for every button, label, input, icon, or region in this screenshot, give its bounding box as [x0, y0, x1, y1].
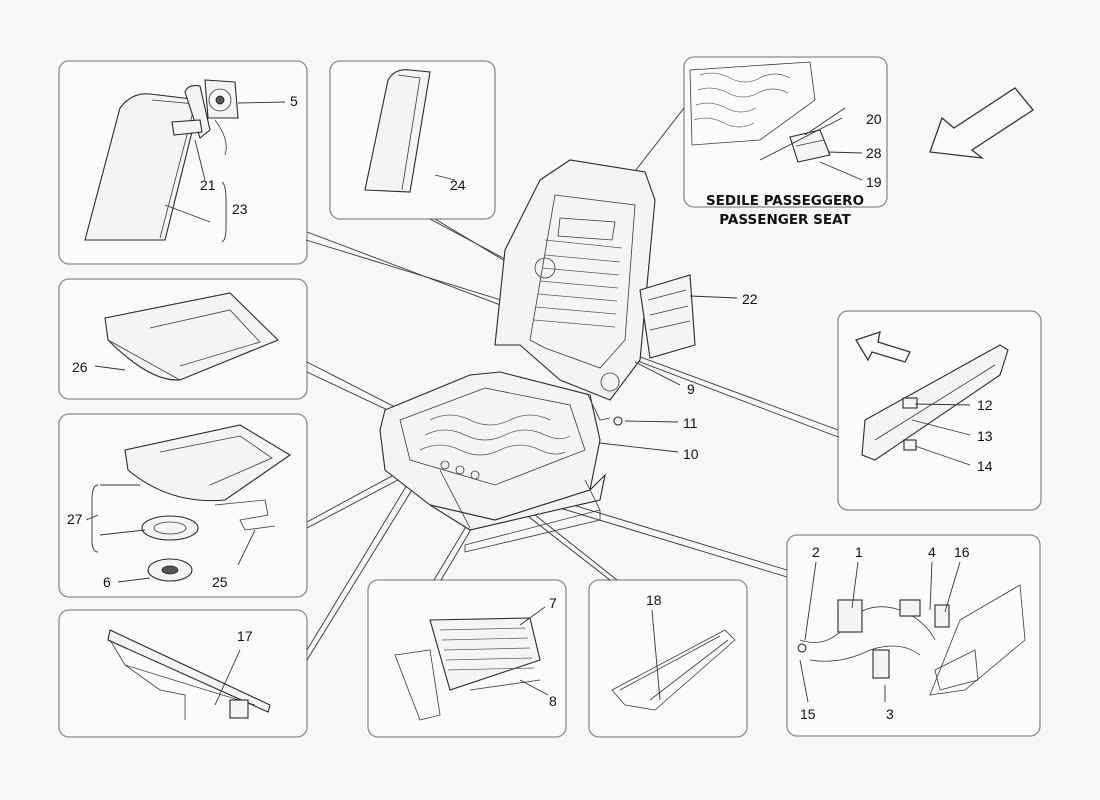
callout-20: 20	[866, 111, 882, 127]
callout-5: 5	[290, 93, 298, 109]
cushion-trim-27	[124, 424, 292, 582]
caption-english: PASSENGER SEAT	[719, 212, 851, 228]
headrest-trim-part	[364, 69, 431, 193]
callout-21: 21	[200, 177, 216, 193]
direction-arrow-icon	[855, 331, 911, 363]
callout-15: 15	[800, 706, 816, 722]
panel-passenger-seat	[683, 56, 888, 208]
callout-13: 13	[977, 428, 993, 444]
caption-italian: SEDILE PASSEGGERO	[706, 193, 864, 209]
cushion-trim-26	[104, 292, 279, 381]
callout-11: 11	[683, 415, 698, 431]
small-parts-9-11	[587, 394, 623, 426]
bracket-17-part	[107, 629, 271, 720]
panel-wire-18	[588, 579, 748, 738]
motor-unit-parts	[394, 617, 541, 721]
passenger-seat-detail	[689, 61, 831, 163]
seat-cushion-frame	[379, 371, 606, 553]
callout-16: 16	[954, 544, 970, 560]
callout-12: 12	[977, 397, 993, 413]
wire-18-part	[611, 629, 736, 711]
callout-1: 1	[855, 544, 863, 560]
seat-backrest-frame	[494, 159, 696, 401]
callout-10: 10	[683, 446, 699, 462]
callout-22: 22	[742, 291, 758, 307]
callout-4: 4	[928, 544, 936, 560]
callout-2: 2	[812, 544, 820, 560]
callout-9: 9	[687, 381, 695, 397]
callout-17: 17	[237, 628, 253, 644]
callout-23: 23	[232, 201, 248, 217]
callout-28: 28	[866, 145, 882, 161]
headrest-speaker-parts	[84, 79, 239, 241]
callout-24: 24	[450, 177, 466, 193]
callout-18: 18	[646, 592, 662, 608]
callout-25: 25	[212, 574, 228, 590]
callout-labels: 5 21 23 24 20 28 19 22 9 11 10 12 13 14 …	[67, 93, 993, 722]
callout-8: 8	[549, 693, 557, 709]
panel-wiring-harness	[786, 534, 1041, 737]
callout-19: 19	[866, 174, 882, 190]
direction-arrow-icon	[929, 87, 1034, 159]
passenger-seat-caption: SEDILE PASSEGGERO PASSENGER SEAT	[706, 193, 864, 228]
callout-6: 6	[103, 574, 111, 590]
callout-leaders	[85, 101, 971, 706]
seat-rail-parts	[861, 344, 1009, 461]
callout-14: 14	[977, 458, 993, 474]
callout-3: 3	[886, 706, 894, 722]
callout-26: 26	[72, 359, 88, 375]
callout-27: 27	[67, 511, 83, 527]
wiring-harness-parts	[797, 584, 1026, 696]
callout-7: 7	[549, 595, 557, 611]
